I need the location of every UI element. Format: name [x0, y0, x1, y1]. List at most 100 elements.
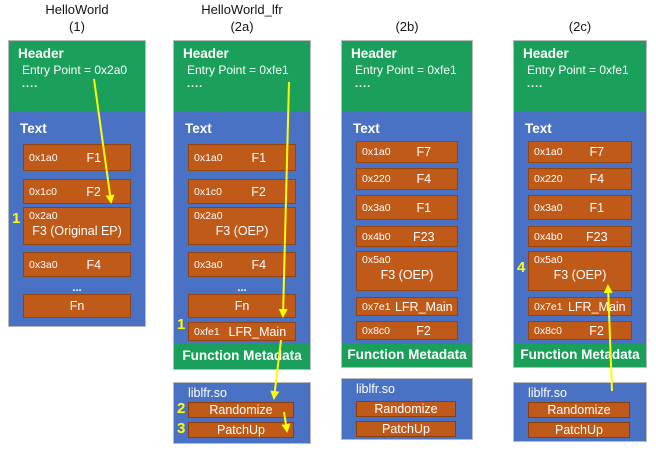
function-box-f4: 0x3a0 F4	[23, 252, 131, 277]
function-name: F3 (Original EP)	[32, 224, 122, 238]
function-address: 0x7e1	[534, 300, 563, 313]
library-name: liblfr.so	[356, 382, 395, 396]
function-address: 0x5a0	[362, 254, 391, 266]
function-box-fn: Fn	[23, 294, 131, 318]
function-box-f3-oep: 0x2a0 F3 (OEP)	[188, 207, 296, 245]
function-name: F2	[86, 184, 101, 199]
function-box-lfr-main: 0x7e1 LFR_Main	[356, 297, 458, 316]
library-box-2c: liblfr.so Randomize PatchUp	[513, 382, 647, 442]
library-box-2b: liblfr.so Randomize PatchUp	[341, 378, 473, 440]
function-address: 0x2a0	[29, 210, 58, 222]
function-address: 0x3a0	[362, 201, 391, 214]
function-box-f1: 0x1a0 F1	[188, 144, 296, 171]
library-name: liblfr.so	[188, 386, 227, 400]
binary-column-1: Header Entry Point = 0x2a0 .... Text 0x1…	[8, 40, 146, 327]
function-name: F2	[251, 184, 266, 199]
header-label: Header	[183, 46, 229, 61]
function-address: 0xfe1	[194, 325, 220, 338]
randomize-box: Randomize	[528, 402, 630, 418]
function-box-f4: 0x220 F4	[356, 168, 458, 190]
function-box-f3-original-ep: 0x2a0 F3 (Original EP)	[23, 207, 131, 245]
function-name: LFR_Main	[394, 299, 453, 314]
function-address: 0x1c0	[29, 185, 58, 198]
function-name: F3 (OEP)	[380, 268, 434, 282]
column1-title: HelloWorld	[45, 2, 109, 17]
binary-column-2c: Header Entry Point = 0xfe1 .... Text 0x1…	[513, 40, 647, 368]
function-name: F2	[589, 323, 604, 338]
function-metadata-bar: Function Metadata	[342, 343, 472, 367]
randomize-box: Randomize	[188, 402, 294, 418]
patchup-box: PatchUp	[528, 422, 630, 438]
header-ellipsis: ....	[22, 78, 39, 90]
binary-column-2b: Header Entry Point = 0xfe1 .... Text 0x1…	[341, 40, 473, 368]
function-name: F4	[589, 172, 605, 186]
function-box-f1: 0x1a0 F1	[23, 144, 131, 171]
function-name: Fn	[69, 299, 85, 313]
function-name: F3 (OEP)	[553, 268, 607, 282]
function-box-f2: 0x8c0 F2	[528, 321, 632, 340]
step-number-4: 4	[517, 259, 526, 276]
function-name: F4	[86, 257, 102, 272]
step-number-3: 3	[177, 420, 186, 437]
function-name: F1	[416, 200, 432, 215]
header-section: Header Entry Point = 0xfe1 ....	[514, 41, 646, 111]
function-address: 0x1a0	[534, 146, 563, 158]
function-name: Fn	[234, 299, 250, 313]
patchup-box: PatchUp	[356, 421, 456, 437]
function-address: 0x220	[362, 173, 391, 185]
function-box-f7: 0x1a0 F7	[528, 141, 632, 163]
function-box-f4: 0x3a0 F4	[188, 252, 296, 277]
function-box-f2: 0x8c0 F2	[356, 321, 458, 340]
function-box-f1: 0x3a0 F1	[356, 195, 458, 220]
header-label: Header	[18, 46, 64, 61]
header-ellipsis: ....	[355, 78, 372, 90]
function-box-f7: 0x1a0 F7	[356, 141, 458, 163]
text-section-label: Text	[353, 121, 380, 136]
function-address: 0x3a0	[534, 201, 563, 214]
entry-point-text: Entry Point = 0xfe1	[355, 63, 457, 77]
entry-point-text: Entry Point = 0xfe1	[527, 63, 629, 77]
function-box-f1: 0x3a0 F1	[528, 195, 632, 220]
function-name: F1	[589, 200, 605, 215]
function-address: 0x1a0	[194, 151, 223, 164]
function-box-f3-oep: 0x5a0 F3 (OEP)	[528, 251, 632, 291]
function-address: 0x5a0	[534, 254, 563, 266]
function-name: F7	[589, 145, 605, 159]
step-number-1: 1	[177, 316, 186, 333]
text-section-label: Text	[525, 121, 552, 136]
header-ellipsis: ....	[527, 78, 544, 90]
function-name: F4	[251, 257, 267, 272]
ellipsis-row: ...	[237, 282, 247, 294]
function-box-fn: Fn	[188, 294, 296, 318]
function-address: 0x8c0	[362, 324, 391, 337]
function-name: F23	[586, 229, 608, 244]
step-number-2: 2	[177, 400, 186, 417]
function-box-lfr-main: 0x7e1 LFR_Main	[528, 297, 632, 316]
function-name: LFR_Main	[567, 299, 626, 314]
function-name: F3 (OEP)	[215, 224, 269, 238]
function-box-f4: 0x220 F4	[528, 168, 632, 190]
entry-point-text: Entry Point = 0x2a0	[22, 63, 128, 77]
column2b-number: (2b)	[395, 19, 419, 34]
column1-number: (1)	[69, 19, 85, 34]
function-address: 0x220	[534, 173, 563, 185]
function-name: F7	[416, 145, 432, 159]
header-label: Header	[351, 46, 397, 61]
function-address: 0x1c0	[194, 185, 223, 198]
header-section: Header Entry Point = 0x2a0 ....	[9, 41, 145, 111]
header-label: Header	[523, 46, 569, 61]
header-section: Header Entry Point = 0xfe1 ....	[174, 41, 310, 111]
function-name: F1	[251, 150, 267, 165]
header-ellipsis: ....	[187, 78, 204, 90]
library-name: liblfr.so	[528, 386, 567, 400]
function-name: F4	[416, 172, 432, 186]
entry-point-text: Entry Point = 0xfe1	[187, 63, 289, 77]
function-box-f23: 0x4b0 F23	[528, 226, 632, 247]
header-section: Header Entry Point = 0xfe1 ....	[342, 41, 472, 111]
function-address: 0x4b0	[362, 230, 391, 243]
function-address: 0x3a0	[194, 258, 223, 271]
function-box-f3-oep: 0x5a0 F3 (OEP)	[356, 251, 458, 291]
text-section-label: Text	[185, 121, 212, 136]
function-metadata-bar: Function Metadata	[174, 343, 310, 369]
